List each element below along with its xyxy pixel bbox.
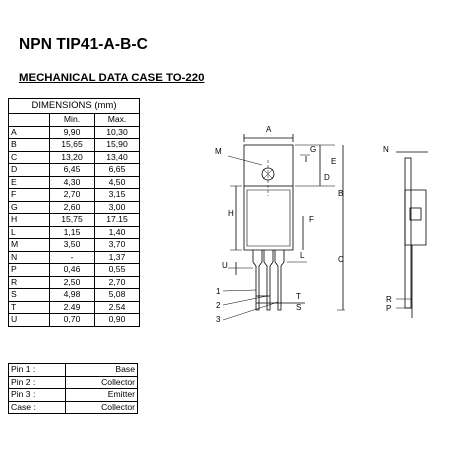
lead-3	[274, 250, 285, 311]
label-pin-3: 3	[216, 315, 221, 324]
table-row: Case :Collector	[8, 400, 138, 414]
label-G: G	[310, 145, 316, 154]
front-view	[222, 134, 345, 321]
label-F: F	[309, 215, 314, 224]
label-D: D	[324, 173, 330, 182]
side-detail	[409, 207, 422, 221]
body-inner	[246, 189, 291, 247]
label-P: P	[386, 304, 391, 313]
dimension-max: 0,90	[94, 313, 140, 327]
label-N: N	[383, 145, 389, 154]
leader-pin3	[222, 301, 279, 321]
label-pin-2: 2	[216, 301, 221, 310]
tab-outline	[243, 144, 294, 187]
label-E: E	[331, 157, 336, 166]
label-M: M	[215, 147, 222, 156]
side-body	[404, 189, 427, 246]
label-H: H	[228, 209, 234, 218]
dimensions-header: DIMENSIONS (mm)	[8, 98, 140, 114]
label-B: B	[338, 189, 343, 198]
label-U: U	[222, 261, 228, 270]
section-subtitle: MECHANICAL DATA CASE TO-220	[19, 72, 205, 84]
table-row: Pin 1 :Base	[8, 363, 138, 377]
leads	[252, 250, 285, 311]
pin-value: Collector	[65, 400, 138, 414]
label-C: C	[338, 255, 344, 264]
leader-pin1	[222, 289, 257, 292]
label-T: T	[296, 292, 301, 301]
table-row: N-1,37	[8, 250, 140, 264]
dimension-min: 0,70	[49, 313, 95, 327]
leader-pin2	[222, 295, 268, 306]
label-pin-1: 1	[216, 287, 221, 296]
table-header-row: DIMENSIONS (mm)	[8, 98, 140, 114]
lead-2	[263, 250, 274, 311]
side-tab	[404, 157, 412, 309]
label-S: S	[296, 303, 301, 312]
leader-M	[227, 155, 263, 166]
drawing-labels: A B C D E F G H L M N P R S T U 1 2 3	[215, 125, 392, 324]
label-R: R	[386, 295, 392, 304]
label-L: L	[300, 251, 305, 260]
lead-1	[252, 250, 263, 311]
label-A: A	[266, 125, 272, 134]
page-title: NPN TIP41-A-B-C	[19, 36, 148, 53]
body-outline	[243, 186, 294, 251]
side-view	[396, 151, 428, 318]
table-row: Pin 2 :Collector	[8, 375, 138, 389]
